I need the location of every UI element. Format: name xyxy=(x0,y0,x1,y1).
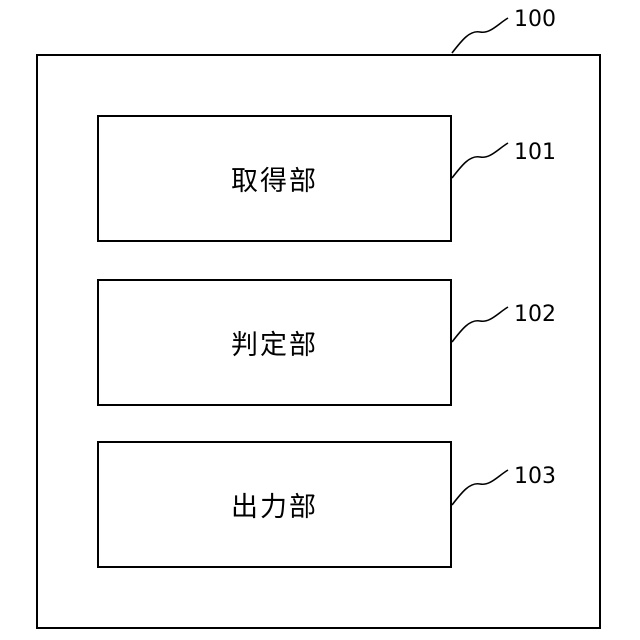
output-unit-label: 出力部 xyxy=(231,485,318,524)
leader-line-100 xyxy=(452,18,508,53)
reference-numeral-102: 102 xyxy=(514,304,556,326)
determination-unit-block: 判定部 xyxy=(97,279,452,406)
reference-numeral-101: 101 xyxy=(514,142,556,164)
reference-numeral-100: 100 xyxy=(514,9,556,31)
determination-unit-label: 判定部 xyxy=(231,323,318,362)
reference-numeral-103: 103 xyxy=(514,466,556,488)
acquisition-unit-block: 取得部 xyxy=(97,115,452,242)
acquisition-unit-label: 取得部 xyxy=(231,159,318,198)
output-unit-block: 出力部 xyxy=(97,441,452,568)
